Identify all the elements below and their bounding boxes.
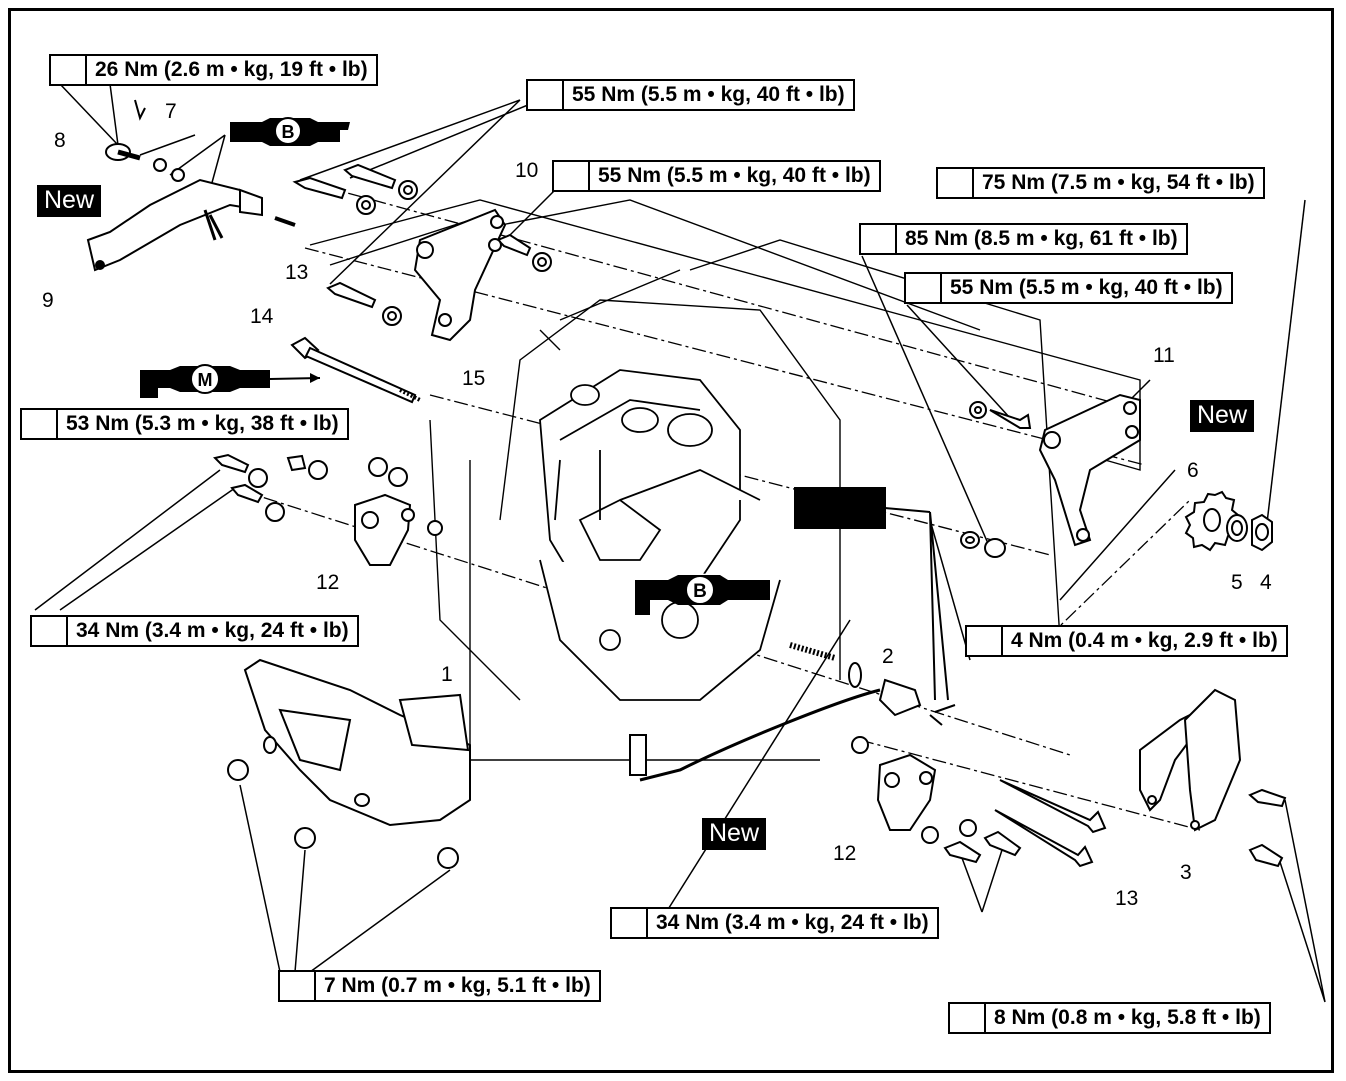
new-part-tag: New: [37, 185, 102, 217]
torque-wrench-icon: [861, 225, 897, 253]
torque-callout-53nm: 53 Nm (5.3 m • kg, 38 ft • lb): [20, 408, 349, 440]
leader-lines: [34, 83, 1326, 1003]
torque-callout-55nm-c: 55 Nm (5.5 m • kg, 40 ft • lb): [904, 272, 1233, 304]
part-number-5: 5: [1231, 571, 1243, 594]
part-number-4: 4: [1260, 571, 1272, 594]
pedal-part-9: [86, 99, 296, 272]
new-part-tag: New: [1190, 400, 1255, 432]
sprocket-assembly: [960, 490, 1273, 558]
torque-callout-26nm: 26 Nm (2.6 m • kg, 19 ft • lb): [49, 54, 378, 86]
diagram-frame: [8, 8, 1334, 1073]
part-number-3: 3: [1180, 861, 1192, 884]
torque-callout-4nm: 4 Nm (0.4 m • kg, 2.9 ft • lb): [965, 625, 1288, 657]
bracket-part-11: [969, 393, 1141, 547]
torque-callout-7nm: 7 Nm (0.7 m • kg, 5.1 ft • lb): [278, 970, 601, 1002]
cover-part-3: [1139, 688, 1287, 868]
torque-wrench-icon: [906, 274, 942, 302]
part-number-14: 14: [250, 305, 274, 328]
torque-wrench-icon: [51, 56, 87, 84]
part-number-1: 1: [441, 663, 453, 686]
part-number-12: 12: [833, 842, 857, 865]
part-number-11: 11: [1153, 344, 1175, 367]
torque-wrench-icon: [32, 617, 68, 645]
svg-text:B: B: [693, 581, 707, 602]
torque-callout-8nm: 8 Nm (0.8 m • kg, 5.8 ft • lb): [948, 1002, 1271, 1034]
new-part-tag: New: [702, 818, 767, 850]
svg-text:M: M: [198, 370, 213, 390]
part-number-13: 13: [285, 261, 309, 284]
torque-callout-34nm-b: 34 Nm (3.4 m • kg, 24 ft • lb): [610, 907, 939, 939]
part-number-8: 8: [54, 129, 66, 152]
part-number-15: 15: [462, 367, 486, 390]
switch-part-2: [629, 487, 956, 782]
grease-symbol-center: B: [635, 575, 770, 615]
torque-callout-75nm: 75 Nm (7.5 m • kg, 54 ft • lb): [936, 167, 1265, 199]
part-number-12: 12: [316, 571, 340, 594]
part-number-13: 13: [1115, 887, 1139, 910]
torque-callout-34nm-a: 34 Nm (3.4 m • kg, 24 ft • lb): [30, 615, 359, 647]
part-number-6: 6: [1187, 459, 1199, 482]
bracket-part-12-upper: [213, 453, 443, 566]
torque-wrench-icon: [938, 169, 974, 197]
part-number-2: 2: [882, 645, 894, 668]
torque-wrench-icon: [280, 972, 316, 1000]
torque-wrench-icon: [612, 909, 648, 937]
skid-plate-part-1: [227, 658, 471, 869]
bracket-part-10: [413, 208, 507, 342]
torque-wrench-icon: [528, 81, 564, 109]
engine-block: [539, 369, 781, 701]
part-number-7: 7: [165, 100, 177, 123]
part-number-9: 9: [42, 289, 54, 312]
torque-callout-55nm-b: 55 Nm (5.5 m • kg, 40 ft • lb): [552, 160, 881, 192]
torque-wrench-icon: [950, 1004, 986, 1032]
torque-callout-55nm-a: 55 Nm (5.5 m • kg, 40 ft • lb): [526, 79, 855, 111]
svg-text:B: B: [282, 122, 295, 142]
moly-symbol: M: [140, 364, 321, 398]
bolt-part-14: [290, 336, 421, 404]
bracket-part-12-lower: [851, 736, 1107, 868]
grease-symbol-top: B: [230, 117, 350, 146]
torque-wrench-icon: [22, 410, 58, 438]
torque-wrench-icon: [967, 627, 1003, 655]
torque-callout-85nm: 85 Nm (8.5 m • kg, 61 ft • lb): [859, 223, 1188, 255]
part-number-10: 10: [515, 159, 539, 182]
upper-bolts: [292, 163, 552, 326]
torque-wrench-icon: [554, 162, 590, 190]
